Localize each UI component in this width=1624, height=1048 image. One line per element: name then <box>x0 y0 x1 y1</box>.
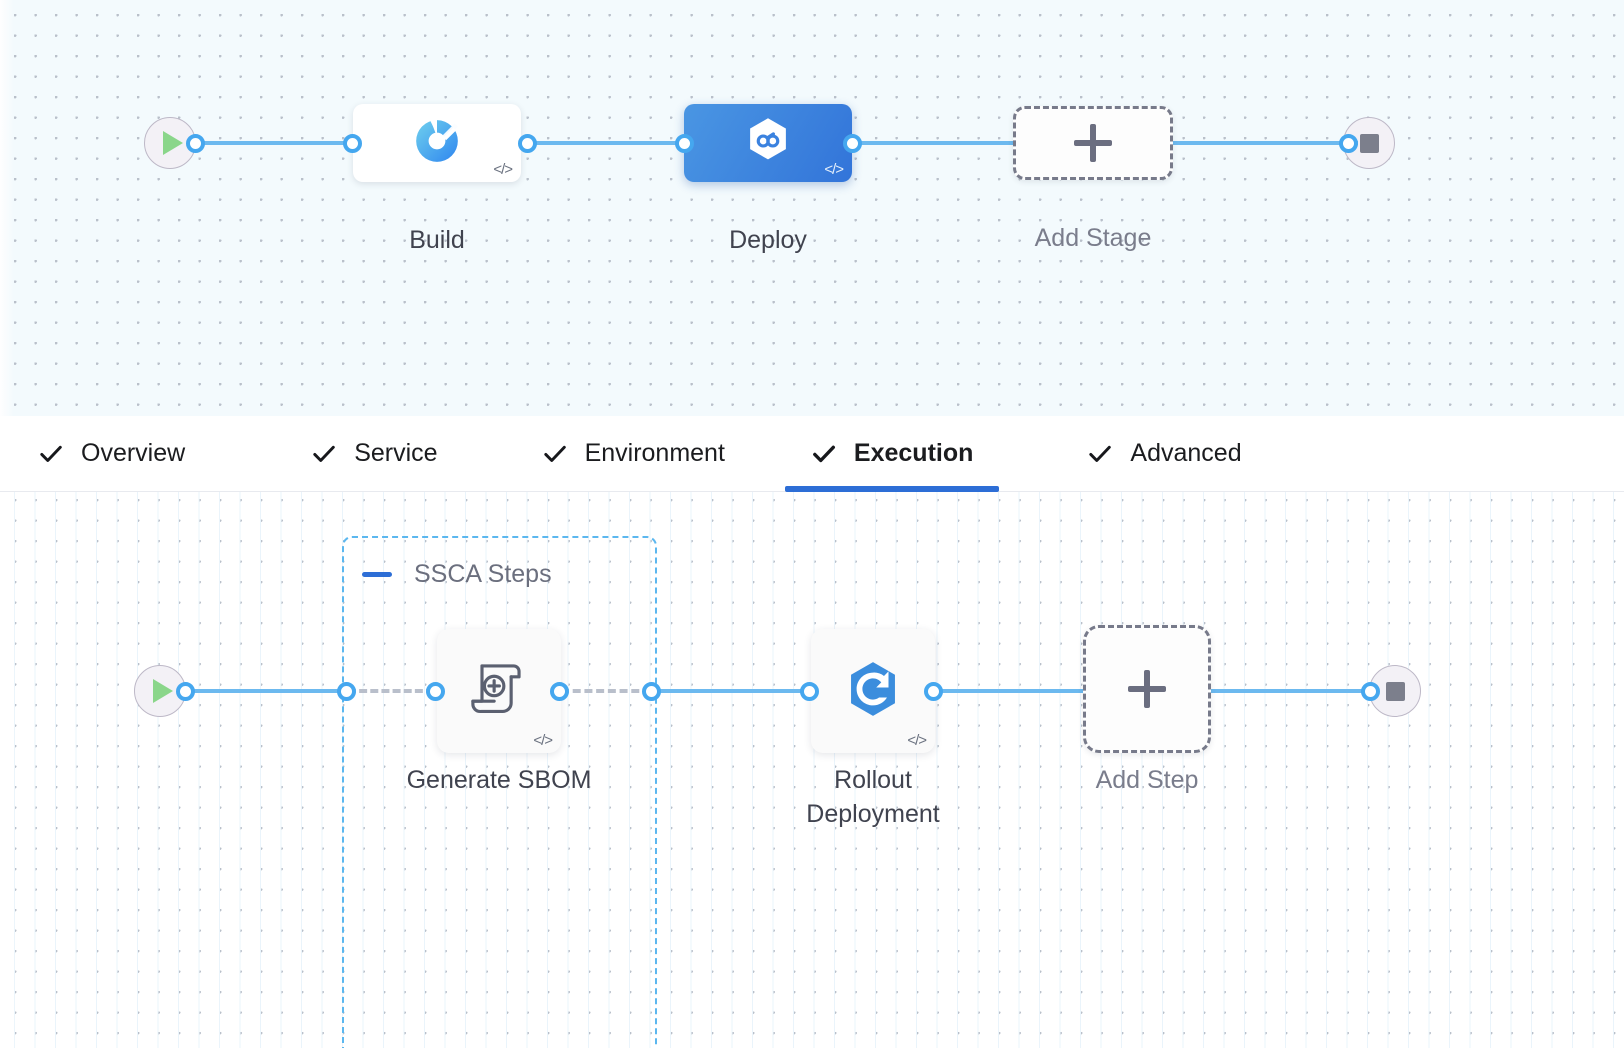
connector-addstep-to-end <box>1211 689 1369 693</box>
add-stage-button[interactable] <box>1013 106 1173 180</box>
add-step-node[interactable] <box>1083 625 1211 753</box>
step-group-title: SSCA Steps <box>414 560 552 588</box>
connector-build-to-deploy <box>520 141 700 145</box>
connector-deploy-to-addstage <box>845 141 1030 145</box>
connector-group-out-dashed <box>561 689 651 693</box>
check-icon <box>1087 441 1113 467</box>
tab-service[interactable]: Service <box>309 416 439 492</box>
connector-dot-build-out[interactable] <box>518 134 537 153</box>
tab-label-environment: Environment <box>584 439 725 467</box>
check-icon <box>38 441 64 467</box>
connector-dot-group-entry[interactable] <box>337 682 356 701</box>
connector-dot-group-exit[interactable] <box>642 682 661 701</box>
sbom-scroll-plus-icon <box>465 655 533 728</box>
connector-start-to-group <box>178 689 346 693</box>
step-node-generate-sbom[interactable]: </> <box>437 629 561 753</box>
tab-overview[interactable]: Overview <box>36 416 187 492</box>
connector-dot-sbom-out[interactable] <box>550 682 569 701</box>
connector-dot-build-in[interactable] <box>343 134 362 153</box>
plus-icon <box>1128 670 1166 708</box>
tab-label-execution: Execution <box>853 439 974 467</box>
check-icon <box>811 441 837 467</box>
add-step-label: Add Step <box>1095 766 1199 794</box>
tab-label-service: Service <box>354 439 438 467</box>
stage-node-build[interactable]: </> <box>353 104 521 182</box>
stage-card-deploy[interactable]: </> <box>684 104 852 182</box>
tab-environment[interactable]: Environment <box>540 416 727 492</box>
stage-graph-canvas[interactable]: </> Build </> <box>0 0 1624 416</box>
plus-icon <box>1074 124 1112 162</box>
step-node-rollout-deployment[interactable]: </> <box>811 629 935 753</box>
stop-icon <box>1385 681 1405 701</box>
connector-dot-deploy-out[interactable] <box>843 134 862 153</box>
tab-label-advanced: Advanced <box>1130 439 1242 467</box>
execution-graph-canvas[interactable]: SSCA Steps <box>0 492 1624 1048</box>
connector-dot-deploy-in[interactable] <box>675 134 694 153</box>
tab-label-overview: Overview <box>81 439 186 467</box>
check-icon <box>311 441 337 467</box>
add-step-button[interactable] <box>1083 625 1211 753</box>
add-stage-node[interactable] <box>1013 106 1173 180</box>
connector-dot-rollout-in[interactable] <box>800 682 819 701</box>
tab-advanced[interactable]: Advanced <box>1085 416 1243 492</box>
connector-rollout-to-addstep <box>930 689 1086 693</box>
step-label-generate-sbom: Generate SBOM <box>406 766 592 794</box>
tab-execution[interactable]: Execution <box>784 416 1000 492</box>
rollout-hexagon-arrow-icon <box>842 658 904 725</box>
stage-label-deploy: Deploy <box>729 226 807 254</box>
connector-group-to-rollout <box>652 689 812 693</box>
code-badge-icon: </> <box>907 732 927 749</box>
ci-build-icon <box>412 116 462 171</box>
play-icon <box>162 131 183 155</box>
stage-node-deploy[interactable]: </> <box>684 104 852 182</box>
connector-dot-sbom-in[interactable] <box>426 682 445 701</box>
connector-dot-exec-start-out[interactable] <box>176 682 195 701</box>
connector-addstage-to-end <box>1168 141 1358 145</box>
stage-card-build[interactable]: </> <box>353 104 521 182</box>
stage-config-tabbar: Overview Service Environment Execution A… <box>0 416 1624 492</box>
code-badge-icon: </> <box>493 161 513 178</box>
check-icon <box>542 441 568 467</box>
connector-group-in-dashed <box>348 689 434 693</box>
stage-label-build: Build <box>409 226 465 254</box>
minus-icon[interactable] <box>362 572 392 577</box>
connector-dot-exec-end-in[interactable] <box>1361 682 1380 701</box>
code-badge-icon: </> <box>533 732 553 749</box>
connector-start-to-build <box>188 141 363 145</box>
connector-dot-start-out[interactable] <box>186 134 205 153</box>
add-stage-label: Add Stage <box>1034 224 1152 252</box>
connector-dot-end-in[interactable] <box>1339 134 1358 153</box>
connector-dot-rollout-out[interactable] <box>924 682 943 701</box>
stop-icon <box>1359 133 1379 153</box>
step-label-rollout-deployment: Rollout Deployment <box>806 766 940 828</box>
step-card-generate-sbom[interactable]: </> <box>437 629 561 753</box>
play-icon <box>152 679 173 703</box>
cd-deploy-hexagon-icon <box>742 115 794 172</box>
step-group-ssca-steps[interactable] <box>342 536 657 1048</box>
step-group-header-ssca[interactable]: SSCA Steps <box>362 560 552 589</box>
code-badge-icon: </> <box>824 161 844 178</box>
step-card-rollout-deployment[interactable]: </> <box>811 629 935 753</box>
